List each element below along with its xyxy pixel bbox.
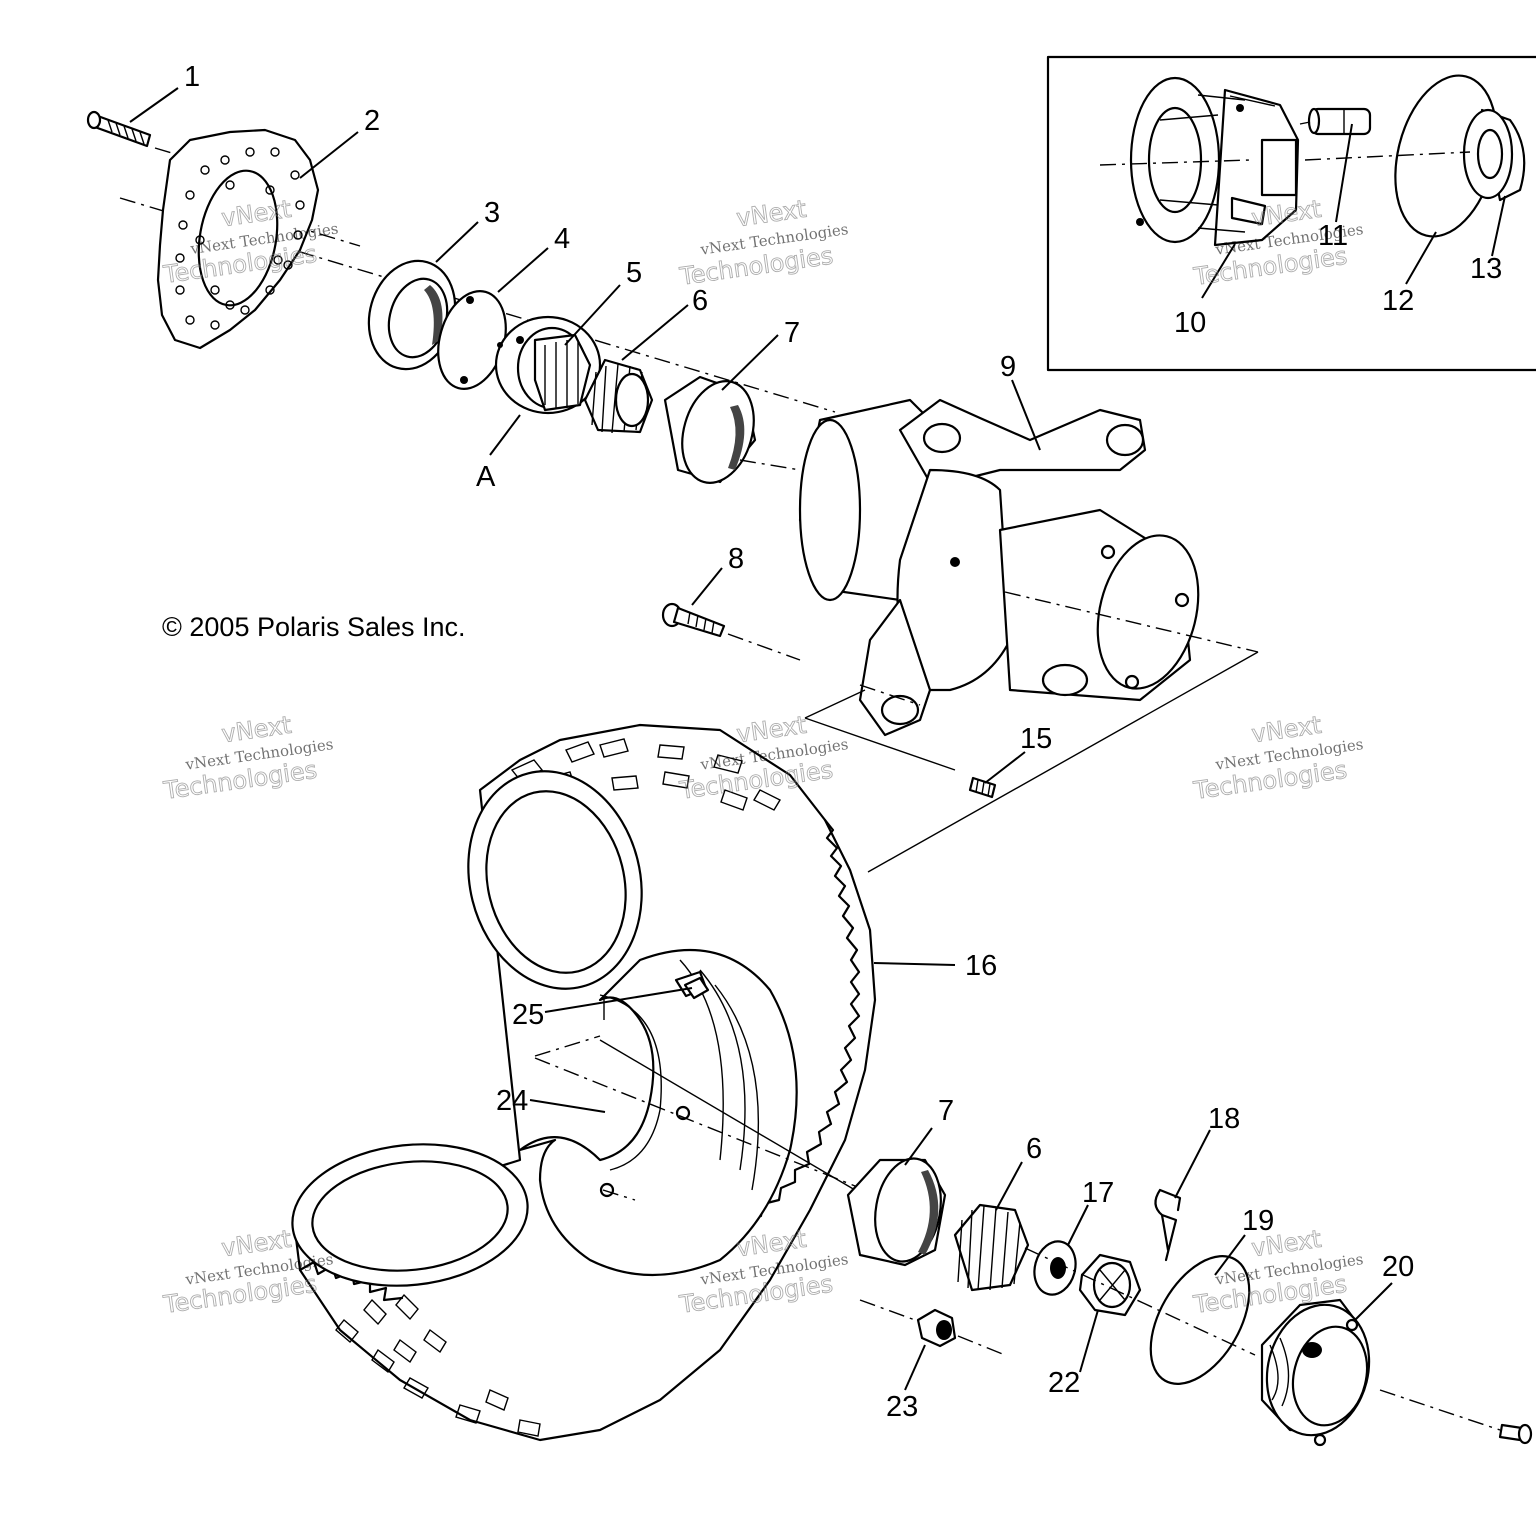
callout-15: 15 — [1020, 723, 1052, 755]
part-6-bearing-lower — [953, 1203, 1030, 1292]
part-23-lug-nut — [916, 1308, 957, 1348]
callout-A: A — [476, 461, 496, 493]
callout-23: 23 — [886, 1391, 918, 1423]
part-5-hub-assembly — [494, 315, 602, 415]
callout-3: 3 — [484, 197, 500, 229]
callout-9: 9 — [1000, 351, 1016, 383]
part-10-drive-hub — [1129, 76, 1300, 247]
part-8-bolt — [661, 602, 726, 638]
callout-24: 24 — [496, 1085, 528, 1117]
callout-7: 7 — [784, 317, 800, 349]
part-17-washer — [1033, 1240, 1077, 1296]
copyright-text: © 2005 Polaris Sales Inc. — [162, 612, 466, 642]
callout-19: 19 — [1242, 1205, 1274, 1237]
callout-8: 8 — [728, 543, 744, 575]
part-18-cotter-pin — [1154, 1188, 1182, 1262]
callout-7-lower: 7 — [938, 1095, 954, 1127]
callout-12: 12 — [1382, 285, 1414, 317]
callout-labels: 1 2 3 4 5 6 7 A 9 11 13 12 10 8 15 16 25… — [184, 61, 1502, 1423]
part-22-castle-nut — [1078, 1253, 1142, 1317]
part-6-bearing — [583, 358, 654, 434]
callout-10: 10 — [1174, 307, 1206, 339]
part-7-bearing-race-lower — [846, 1157, 947, 1267]
callout-4: 4 — [554, 223, 570, 255]
hub-cap-screw — [1498, 1423, 1533, 1445]
part-20-hub-cap — [1260, 1298, 1371, 1447]
callout-25: 25 — [512, 999, 544, 1031]
part-25-valve-stem — [683, 976, 710, 1000]
part-13-seal — [1462, 108, 1526, 202]
callout-6: 6 — [692, 285, 708, 317]
part-16-tire — [291, 723, 877, 1442]
callout-16: 16 — [965, 950, 997, 982]
part-3-seal — [367, 259, 457, 371]
inset-detail-box — [1046, 55, 1536, 372]
part-11-pin — [1307, 107, 1372, 136]
callout-11: 11 — [1318, 220, 1348, 252]
callout-20: 20 — [1382, 1251, 1414, 1283]
callout-13: 13 — [1470, 253, 1502, 285]
part-9-spindle-knuckle — [798, 398, 1200, 737]
callout-6-lower: 6 — [1026, 1133, 1042, 1165]
callout-1: 1 — [184, 61, 200, 93]
part-2-brake-disc — [156, 128, 320, 350]
callout-22: 22 — [1048, 1367, 1080, 1399]
callout-18: 18 — [1208, 1103, 1240, 1135]
callout-5: 5 — [626, 257, 642, 289]
callout-17: 17 — [1082, 1177, 1114, 1209]
part-7-bearing-race — [663, 375, 757, 484]
part-15-set-screw — [968, 776, 997, 799]
part-19-o-ring — [1149, 1255, 1251, 1385]
part-1-bolt — [86, 110, 152, 148]
callout-leaders — [129, 87, 1393, 1391]
callout-2: 2 — [364, 105, 380, 137]
